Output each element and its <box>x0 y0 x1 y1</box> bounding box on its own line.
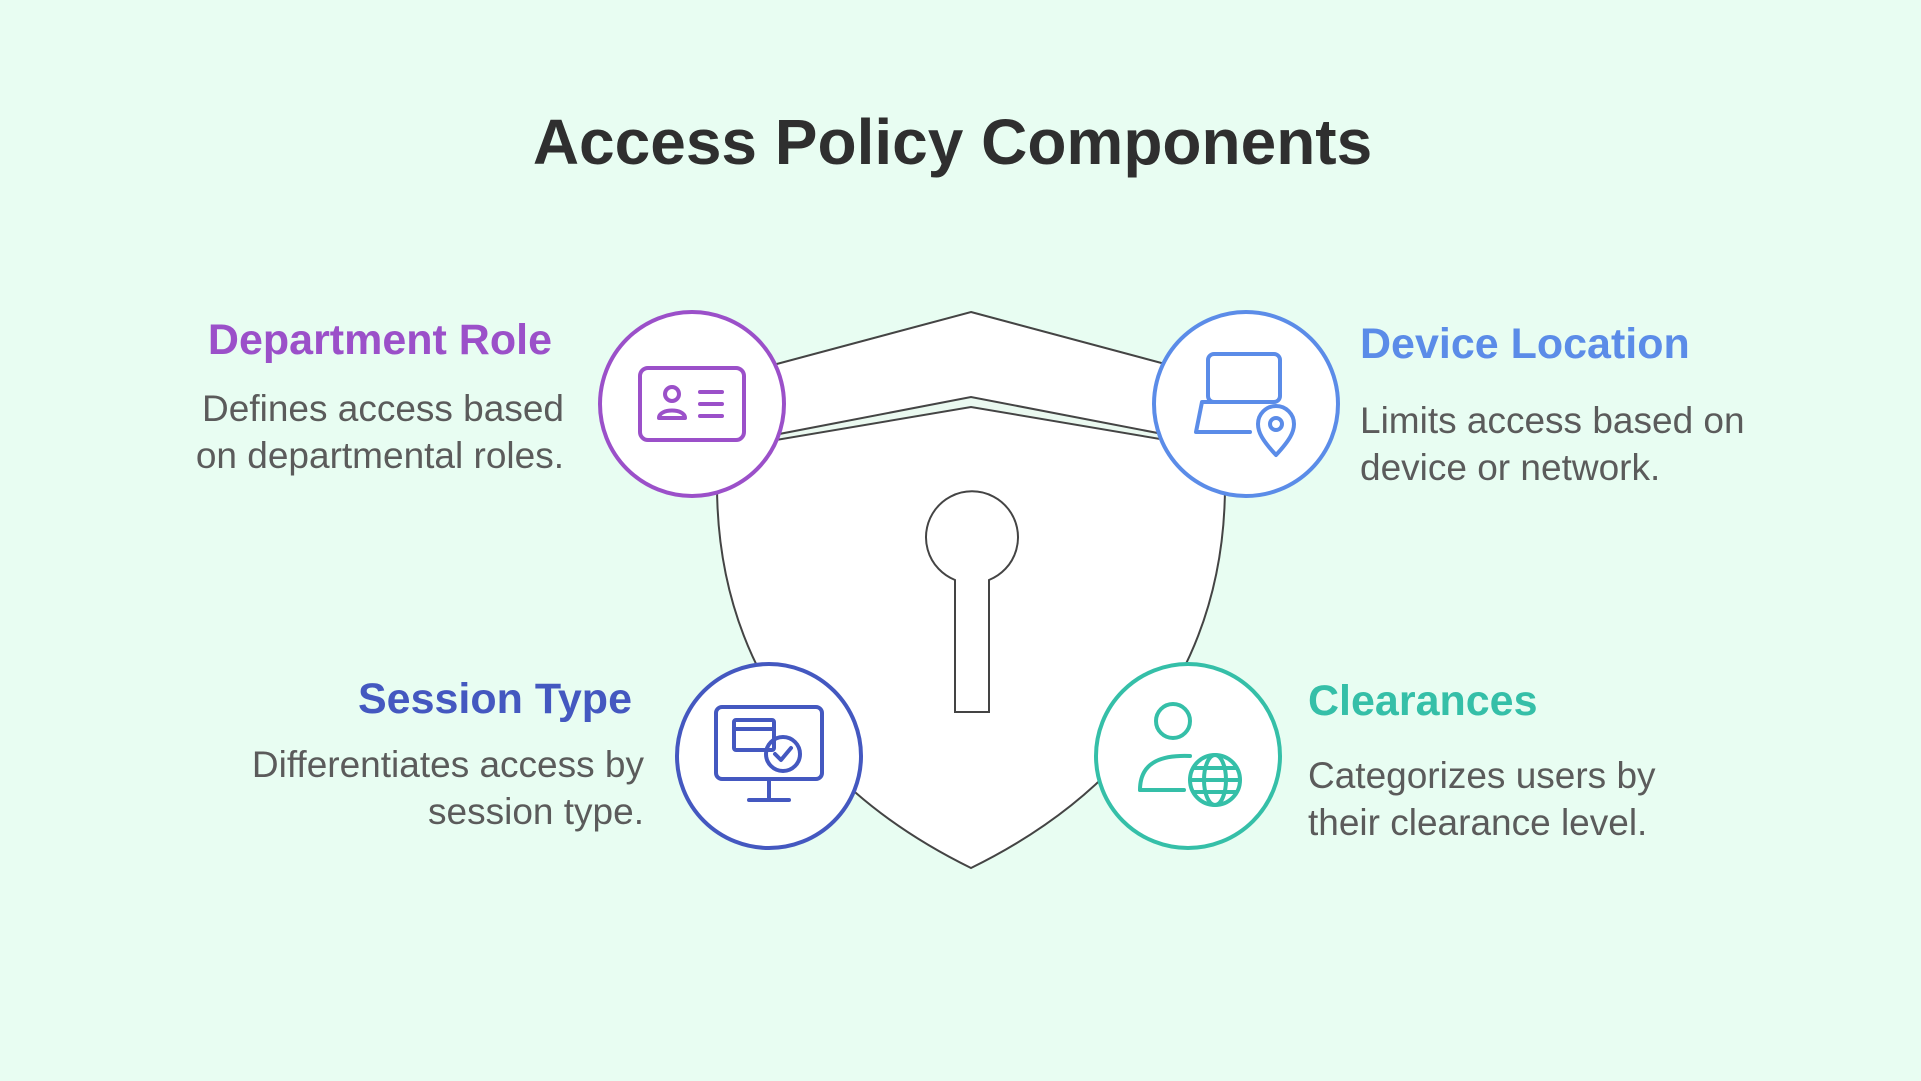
department-role-description: Defines access based on departmental rol… <box>140 385 564 479</box>
clearances-description-line: Categorizes users by <box>1308 755 1656 796</box>
device-location-heading: Device Location <box>1360 320 1690 368</box>
user-globe-icon <box>1138 702 1242 807</box>
department-role-description-line: Defines access based <box>202 388 564 429</box>
session-type-description-line: session type. <box>428 791 644 832</box>
department-role-heading: Department Role <box>207 316 552 364</box>
department-role-description-line: on departmental roles. <box>195 435 564 476</box>
clearances-description-line: their clearance level. <box>1308 802 1648 843</box>
session-type-description: Differentiates access by session type. <box>160 741 644 835</box>
device-location-description: Limits access based on device or network… <box>1360 397 1820 491</box>
page-title: Access Policy Components <box>532 106 1373 178</box>
id-card-icon <box>638 366 746 442</box>
device-location-description-line: Limits access based on <box>1360 400 1745 441</box>
session-type-heading: Session Type <box>357 675 632 723</box>
clearances-heading: Clearances <box>1308 677 1538 725</box>
keyhole <box>925 490 1019 713</box>
device-location-description-line: device or network. <box>1360 447 1661 488</box>
clearances-node <box>1094 662 1282 850</box>
session-type-description-line: Differentiates access by <box>251 744 644 785</box>
session-type-node <box>675 662 863 850</box>
device-location-node <box>1152 310 1340 498</box>
monitor-check-icon <box>714 705 824 802</box>
laptop-location-icon <box>1194 352 1296 457</box>
clearances-description: Categorizes users by their clearance lev… <box>1308 752 1768 846</box>
department-role-node <box>598 310 786 498</box>
